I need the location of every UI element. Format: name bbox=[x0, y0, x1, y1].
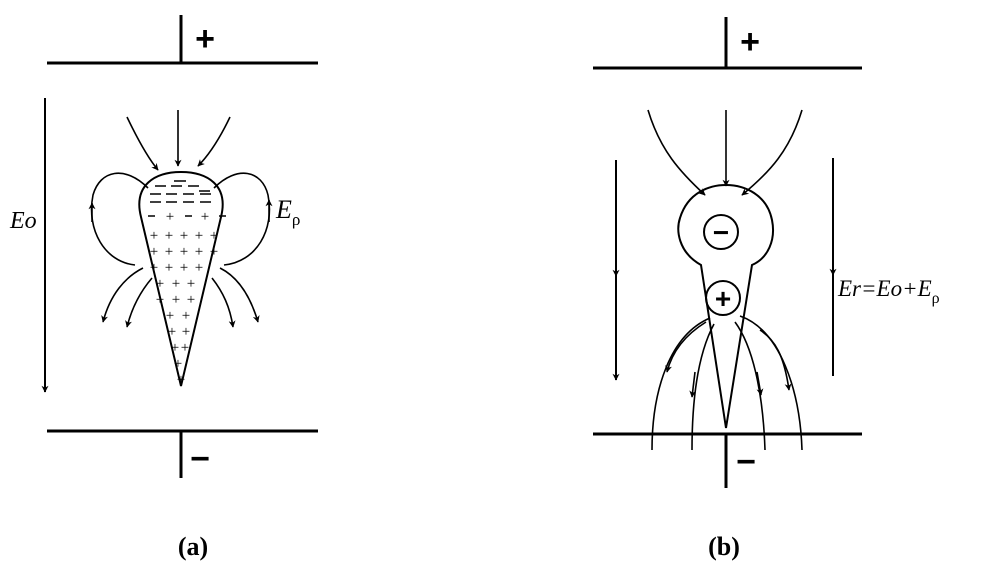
positive-charge-mark: + bbox=[172, 276, 180, 292]
outgoing-field-line-right-1 bbox=[211, 277, 236, 328]
outgoing-field-line-b-2-arrow bbox=[689, 371, 697, 398]
space-field-label-a: Eρ bbox=[275, 195, 300, 229]
outgoing-field-line-left-1 bbox=[101, 267, 144, 323]
outgoing-field-line-b-1-arrow bbox=[665, 321, 707, 373]
positive-charge-mark: + bbox=[150, 260, 158, 276]
positive-charge-mark: + bbox=[195, 244, 203, 260]
positive-charge-mark: + bbox=[168, 324, 176, 340]
positive-charge-mark: + bbox=[166, 209, 174, 225]
positive-charge-mark: + bbox=[180, 260, 188, 276]
outgoing-field-line-b-3 bbox=[734, 321, 766, 451]
caption-a: (a) bbox=[178, 532, 208, 561]
positive-charge-mark: + bbox=[165, 244, 173, 260]
incoming-field-line-left-b bbox=[647, 109, 706, 196]
incoming-field-line-left bbox=[126, 116, 159, 171]
panel-a bbox=[41, 15, 318, 478]
positive-charge-mark: + bbox=[171, 340, 179, 356]
bottom-sign-b: − bbox=[736, 443, 756, 481]
caption-b: (b) bbox=[708, 532, 740, 561]
positive-charge-mark: + bbox=[187, 276, 195, 292]
positive-charge-mark: + bbox=[165, 260, 173, 276]
positive-charge-mark: + bbox=[195, 228, 203, 244]
positive-charge-mark: + bbox=[195, 260, 203, 276]
positive-charge-mark: + bbox=[181, 340, 189, 356]
positive-charge-mark: + bbox=[182, 308, 190, 324]
outgoing-field-line-b-1 bbox=[651, 317, 711, 451]
space-charge-loop-left bbox=[90, 172, 149, 266]
positive-charge-mark: + bbox=[210, 244, 218, 260]
positive-charge-circle bbox=[705, 280, 741, 316]
positive-charge-mark: + bbox=[172, 292, 180, 308]
outgoing-field-line-right-2 bbox=[219, 267, 260, 323]
outgoing-field-line-left-2 bbox=[125, 277, 153, 328]
positive-charge-mark: + bbox=[174, 356, 182, 372]
positive-charge-mark: + bbox=[187, 292, 195, 308]
negative-charge-circle bbox=[703, 214, 739, 250]
positive-charge-mark: + bbox=[156, 292, 164, 308]
positive-charge-mark: + bbox=[210, 228, 218, 244]
positive-symbol-b: + bbox=[715, 283, 731, 314]
positive-charge-mark: + bbox=[150, 228, 158, 244]
top-sign-a: + bbox=[195, 20, 215, 58]
top-sign-b: + bbox=[740, 23, 760, 61]
outgoing-field-line-b-4 bbox=[739, 315, 803, 451]
positive-charge-mark: + bbox=[166, 308, 174, 324]
resultant-field-label-b: Er=Eo+Eρ bbox=[837, 276, 940, 307]
applied-field-label-a: Eo bbox=[9, 208, 37, 234]
positive-charge-mark: + bbox=[201, 209, 209, 225]
space-charge-loop-right bbox=[213, 172, 271, 266]
bottom-sign-a: − bbox=[190, 440, 210, 478]
incoming-field-line-right-b bbox=[741, 109, 803, 196]
panel-b bbox=[593, 17, 862, 488]
positive-charges-a: ++++++++++++++++++++++++++++++ bbox=[150, 209, 218, 388]
negative-symbol-b: − bbox=[713, 217, 729, 248]
positive-charge-mark: + bbox=[156, 276, 164, 292]
outgoing-field-line-b-3-arrow bbox=[756, 371, 764, 396]
positive-charge-mark: + bbox=[165, 228, 173, 244]
positive-charge-mark: + bbox=[180, 244, 188, 260]
outgoing-field-line-b-4-arrow bbox=[759, 329, 792, 391]
negative-charges-a bbox=[148, 180, 226, 217]
incoming-field-line-right bbox=[197, 116, 231, 167]
outgoing-field-line-b-2 bbox=[691, 323, 715, 451]
positive-charge-mark: + bbox=[180, 228, 188, 244]
streamer-cone-a bbox=[138, 170, 224, 387]
positive-charge-mark: + bbox=[182, 324, 190, 340]
positive-charge-mark: + bbox=[177, 372, 185, 388]
positive-charge-mark: + bbox=[150, 244, 158, 260]
